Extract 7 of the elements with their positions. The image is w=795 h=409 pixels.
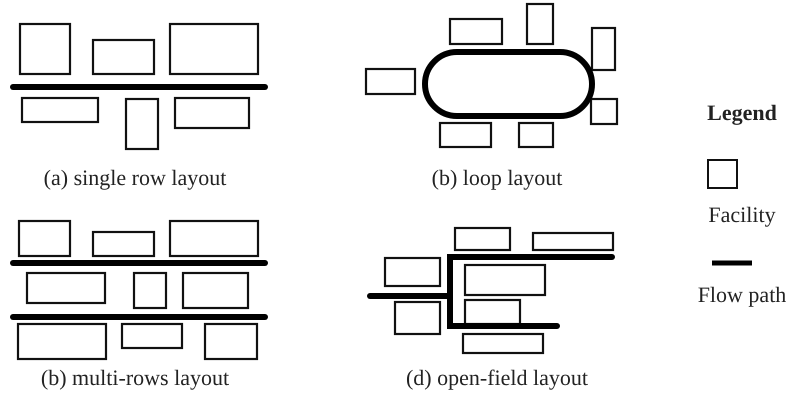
caption: (b) multi-rows layout [40,367,230,389]
caption: (a) single row layout [44,167,226,189]
legend-title: Legend [707,102,777,124]
legend-label: Flow path [698,284,786,306]
caption: (b) loop layout [432,167,562,189]
legend-label: Facility [708,204,776,226]
caption: (d) open-field layout [406,367,588,389]
